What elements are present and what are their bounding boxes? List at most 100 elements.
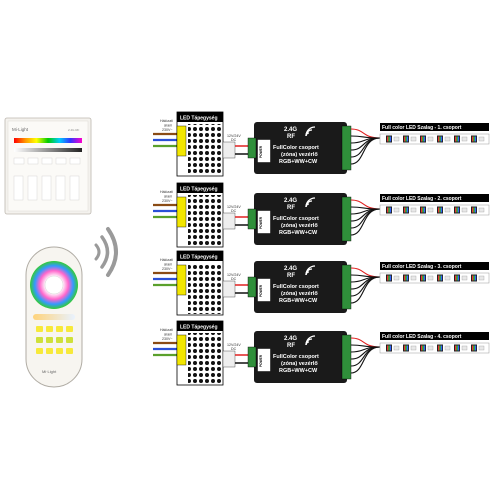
wall-panel-button[interactable] bbox=[41, 157, 53, 165]
psu-output-terminal bbox=[222, 212, 236, 230]
strip-led-green bbox=[439, 345, 441, 351]
remote-button[interactable] bbox=[46, 326, 53, 332]
wall-panel-brightness-bar[interactable] bbox=[14, 148, 82, 152]
strip-title: Full color LED Szalag - 4. csoport bbox=[382, 334, 462, 340]
strip-resistor bbox=[427, 275, 434, 281]
strip-led-green bbox=[473, 207, 475, 213]
wireless-arc bbox=[305, 197, 316, 208]
strip-led-green bbox=[388, 275, 390, 281]
strip-led-green bbox=[388, 136, 390, 142]
strip-led-blue bbox=[423, 275, 426, 281]
controller-power-box bbox=[257, 348, 271, 372]
strip-led-red bbox=[421, 207, 423, 213]
mains-label: áram bbox=[164, 263, 172, 267]
remote-button[interactable] bbox=[66, 348, 73, 354]
remote-button[interactable] bbox=[56, 337, 63, 343]
remote-button[interactable] bbox=[36, 326, 43, 332]
remote-button[interactable] bbox=[46, 337, 53, 343]
remote-button[interactable] bbox=[66, 337, 73, 343]
strip-led-blue bbox=[406, 345, 409, 351]
wall-panel-button[interactable] bbox=[13, 157, 25, 165]
wall-panel-model: 2.4G RF bbox=[68, 128, 80, 132]
remote-button[interactable] bbox=[46, 348, 53, 354]
led-power-supply: LED Tápegység bbox=[176, 250, 224, 316]
remote-button[interactable] bbox=[66, 326, 73, 332]
remote-brand: Mi·Light bbox=[42, 369, 57, 374]
controller-power-box bbox=[257, 210, 271, 234]
strip-resistor bbox=[393, 136, 400, 142]
strip-led-red bbox=[472, 207, 474, 213]
wall-panel-zone-button[interactable] bbox=[69, 175, 80, 201]
strip-led-blue bbox=[457, 345, 460, 351]
strip-led-red bbox=[387, 207, 389, 213]
controller-desc: (zóna) vezérlő bbox=[281, 291, 318, 297]
strip-resistor bbox=[478, 207, 485, 213]
controller-rf-label: 2.4G bbox=[284, 127, 297, 133]
strip-led-green bbox=[405, 345, 407, 351]
controller-output-terminal bbox=[341, 125, 352, 171]
remote-button[interactable] bbox=[56, 348, 63, 354]
strip-led-red bbox=[438, 345, 440, 351]
strip-led-red bbox=[387, 136, 389, 142]
psu-title: LED Tápegység bbox=[180, 187, 218, 193]
controller-power-label: POWER bbox=[259, 145, 263, 158]
strip-led-green bbox=[456, 207, 458, 213]
remote-wheel-center[interactable] bbox=[44, 275, 64, 295]
strip-led-blue bbox=[474, 207, 477, 213]
strip-resistor bbox=[427, 345, 434, 351]
wall-panel-button[interactable] bbox=[27, 157, 39, 165]
led-power-supply: LED Tápegység bbox=[176, 111, 224, 177]
strip-led-blue bbox=[457, 275, 460, 281]
wall-panel-button[interactable] bbox=[69, 157, 81, 165]
wall-panel-color-bar[interactable] bbox=[14, 138, 82, 143]
strip-led-blue bbox=[457, 207, 460, 213]
psu-title: LED Tápegység bbox=[180, 116, 218, 122]
remote-brightness-slider[interactable] bbox=[33, 314, 75, 320]
strip-resistor bbox=[444, 207, 451, 213]
psu-output-terminal bbox=[222, 141, 236, 159]
controller-rf-label: 2.4G bbox=[284, 198, 297, 204]
strip-led-red bbox=[438, 275, 440, 281]
strip-led-green bbox=[388, 345, 390, 351]
strip-resistor bbox=[410, 207, 417, 213]
controller-power-label: POWER bbox=[259, 284, 263, 297]
remote-button[interactable] bbox=[36, 337, 43, 343]
strip-title-bar bbox=[380, 194, 489, 202]
wall-panel[interactable]: Mi·Light 2.4G RF bbox=[4, 117, 92, 215]
strip-led-green bbox=[473, 275, 475, 281]
wall-panel-zone-button[interactable] bbox=[13, 175, 24, 201]
psu-output-terminal bbox=[222, 350, 236, 368]
rf-signal-icon bbox=[94, 227, 118, 277]
strip-led-green bbox=[439, 207, 441, 213]
remote-control[interactable]: Mi·Light bbox=[25, 246, 83, 388]
strip-led-red bbox=[421, 136, 423, 142]
psu-title: LED Tápegység bbox=[180, 255, 218, 261]
controller-power-terminal bbox=[247, 208, 257, 230]
wall-panel-zone-button[interactable] bbox=[27, 175, 38, 201]
strip-led-red bbox=[421, 275, 423, 281]
wall-panel-zone-button[interactable] bbox=[41, 175, 52, 201]
strip-led-red bbox=[387, 345, 389, 351]
strip-led-blue bbox=[389, 345, 392, 351]
strip-led-blue bbox=[406, 275, 409, 281]
strip-led-red bbox=[404, 207, 406, 213]
output-wire bbox=[350, 346, 381, 374]
remote-button[interactable] bbox=[56, 326, 63, 332]
controller-desc: RGB+WW+CW bbox=[279, 368, 318, 374]
strip-body bbox=[379, 204, 490, 216]
remote-button[interactable] bbox=[36, 348, 43, 354]
controller-power-terminal bbox=[247, 137, 257, 159]
strip-led-blue bbox=[423, 136, 426, 142]
wall-panel-brand: Mi·Light bbox=[12, 127, 29, 132]
dc-label: DC bbox=[231, 277, 237, 281]
controller-power-label: POWER bbox=[259, 354, 263, 367]
strip-led-blue bbox=[474, 275, 477, 281]
strip-led-red bbox=[404, 275, 406, 281]
wall-panel-zone-button[interactable] bbox=[55, 175, 66, 201]
strip-led-blue bbox=[406, 207, 409, 213]
wall-panel-button[interactable] bbox=[55, 157, 67, 165]
strip-body bbox=[379, 342, 490, 354]
